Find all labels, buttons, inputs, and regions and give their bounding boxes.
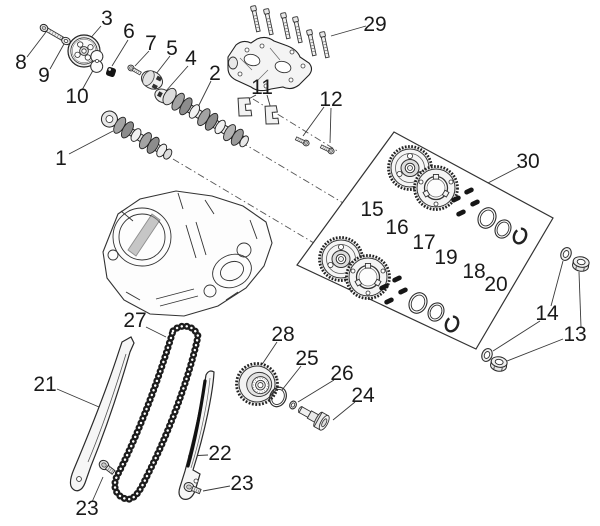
callout-9: 9 — [38, 64, 50, 87]
callout-5: 5 — [166, 37, 178, 60]
sprocket-drawing — [235, 362, 279, 406]
timing-chain-drawing — [111, 322, 202, 503]
callout-23-right: 23 — [230, 472, 254, 495]
cylinder-head-drawing — [102, 190, 273, 317]
callout-30: 30 — [516, 150, 540, 173]
damper-block-drawing — [105, 66, 117, 78]
callout-7: 7 — [145, 32, 157, 55]
callout-13: 13 — [563, 323, 587, 346]
callout-23-left: 23 — [75, 497, 99, 520]
callout-26: 26 — [330, 362, 354, 385]
callout-24: 24 — [351, 384, 375, 407]
callout-16: 16 — [385, 216, 409, 239]
callout-8: 8 — [15, 51, 27, 74]
camshaft-1-drawing — [100, 110, 173, 160]
callout-4: 4 — [185, 47, 197, 70]
callout-3: 3 — [101, 7, 113, 30]
callout-6: 6 — [123, 20, 135, 43]
gear-kit-box-drawing — [296, 131, 554, 350]
callout-12: 12 — [319, 88, 343, 111]
callout-15: 15 — [360, 198, 384, 221]
callout-22: 22 — [208, 442, 232, 465]
callout-25: 25 — [295, 347, 319, 370]
callout-29: 29 — [363, 13, 387, 36]
callout-21: 21 — [33, 373, 57, 396]
callout-11: 11 — [251, 76, 273, 99]
camshaft-cover-drawing — [227, 36, 313, 92]
camshaft-2-drawing — [162, 87, 249, 148]
callout-18: 18 — [462, 260, 486, 283]
callout-27: 27 — [123, 309, 147, 332]
callout-20: 20 — [484, 273, 508, 296]
callout-17: 17 — [412, 231, 436, 254]
retaining-plates-drawing — [235, 95, 282, 127]
callout-14: 14 — [535, 302, 559, 325]
pulley-fasteners-drawing — [39, 23, 172, 104]
callout-28: 28 — [271, 323, 295, 346]
callout-10: 10 — [65, 85, 89, 108]
callout-19: 19 — [434, 246, 458, 269]
seal-rings-drawing — [269, 386, 297, 410]
callout-1: 1 — [55, 147, 67, 170]
spindle-drawing — [297, 406, 330, 431]
callout-2: 2 — [209, 62, 221, 85]
chain-guide-drawing — [69, 336, 135, 492]
